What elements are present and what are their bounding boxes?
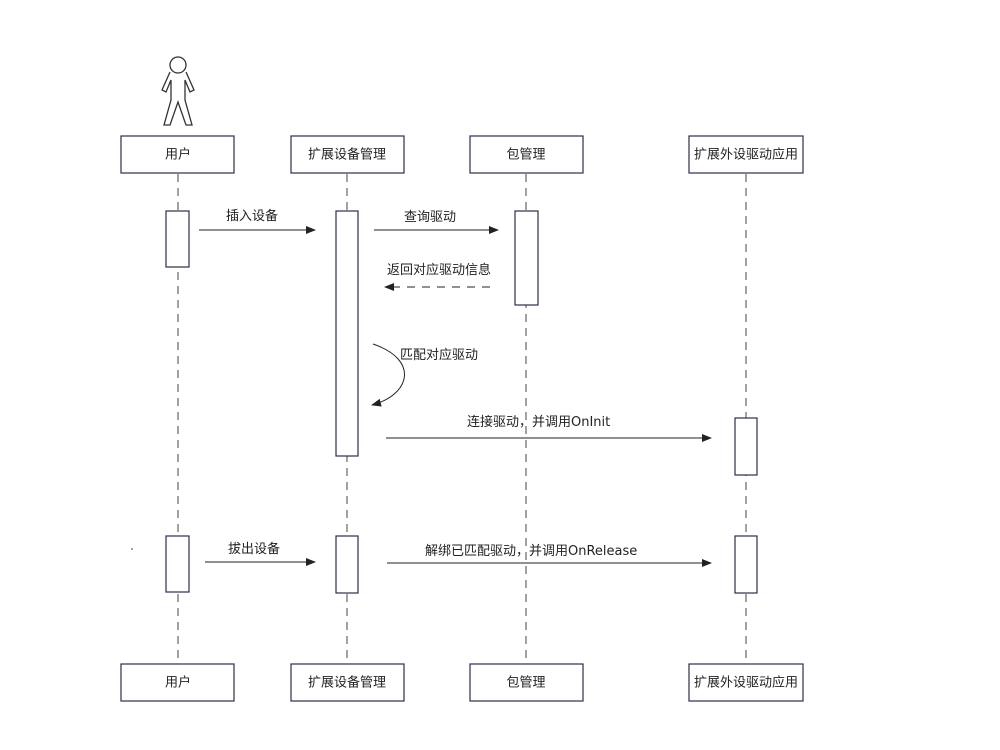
participant-label: 扩展设备管理 [308, 147, 386, 163]
participant-pkg-mgr-bottom [469, 663, 584, 702]
activation-bar [165, 210, 190, 268]
message-label: 查询驱动 [404, 210, 456, 225]
self-message-arrow [371, 343, 405, 407]
message-label: 拔出设备 [228, 541, 280, 557]
activation-bar [734, 417, 758, 476]
participant-label: 用户 [165, 675, 191, 691]
participant-label: 包管理 [506, 148, 545, 163]
participant-user-top [120, 135, 235, 174]
participant-label: 包管理 [506, 676, 545, 691]
actor-user-icon [161, 56, 195, 126]
participant-label: 扩展外设驱动应用 [694, 675, 798, 691]
participant-label: 扩展外设驱动应用 [694, 147, 798, 163]
activation-bar [335, 210, 359, 457]
message-label: 解绑已匹配驱动，并调用OnRelease [425, 544, 637, 559]
participant-label: 扩展设备管理 [308, 675, 386, 691]
activation-bar [734, 535, 758, 594]
participant-user-bottom [120, 663, 235, 702]
participant-ext-app-top [688, 135, 804, 174]
participant-ext-mgr-bottom [290, 663, 405, 702]
activation-bar [335, 535, 359, 594]
message-label: 返回对应驱动信息 [387, 262, 491, 278]
participant-ext-app-bottom [688, 663, 804, 702]
message-label: 连接驱动，并调用OnInit [467, 414, 610, 430]
activation-bar [165, 535, 190, 593]
message-label: 匹配对应驱动 [400, 347, 478, 363]
participant-ext-mgr-top [290, 135, 405, 174]
activation-bar [514, 210, 539, 306]
stray-dot [131, 548, 133, 550]
message-label: 插入设备 [226, 208, 278, 224]
participant-pkg-mgr-top [469, 135, 584, 174]
participant-label: 用户 [165, 147, 191, 163]
